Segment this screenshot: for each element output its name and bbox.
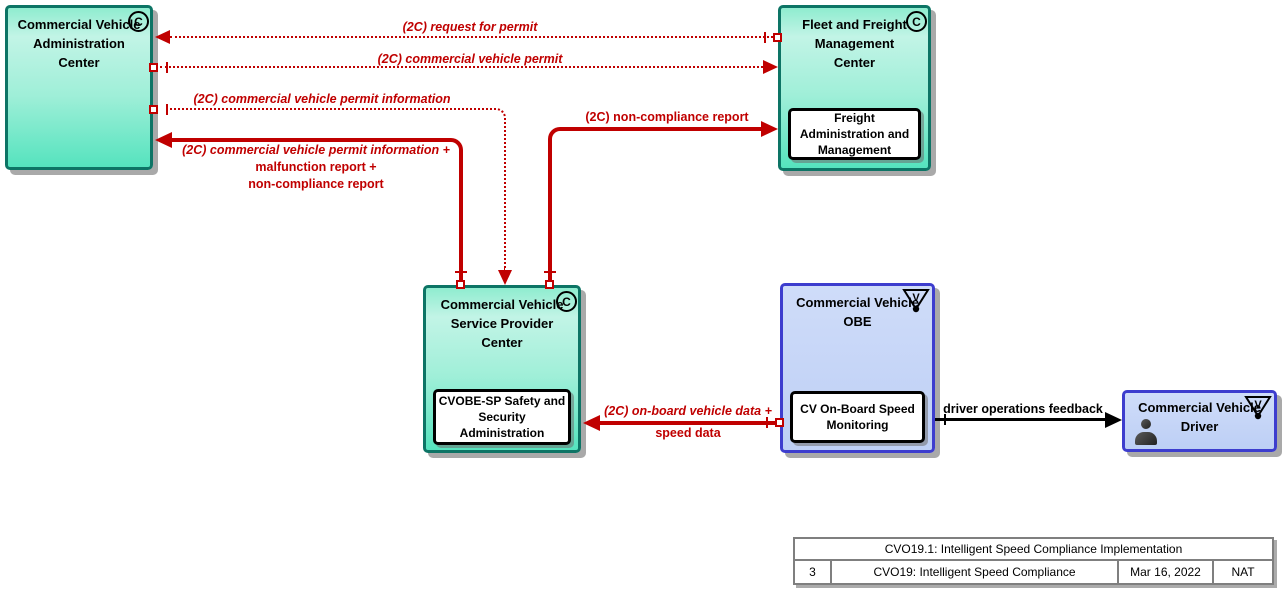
flow-line-driver-operations-feedback xyxy=(935,418,1105,421)
flow-line-on-board-vehicle-data xyxy=(600,421,775,425)
flow-label-cv-permit-information: (2C) commercial vehicle permit informati… xyxy=(193,92,451,106)
title-block-row: 3 CVO19: Intelligent Speed Compliance Ma… xyxy=(795,561,1272,583)
flow-label-line: (2C) on-board vehicle data + xyxy=(604,404,772,418)
center-type-icon: C xyxy=(128,11,149,32)
flow-port xyxy=(149,105,158,114)
entity-title: Commercial Vehicle OBE xyxy=(783,286,932,331)
flow-port xyxy=(456,280,465,289)
title-block-date: Mar 16, 2022 xyxy=(1119,561,1214,583)
center-type-icon: C xyxy=(556,291,577,312)
arrowhead-right-icon xyxy=(1105,412,1122,428)
entity-title: Fleet and Freight Management Center xyxy=(781,8,928,72)
flow-tick xyxy=(764,32,766,43)
inner-box-line: CV On-Board Speed xyxy=(800,402,915,416)
entity-title-line: OBE xyxy=(843,314,872,329)
flow-label-request-for-permit: (2C) request for permit xyxy=(402,20,538,34)
driver-icon xyxy=(1134,419,1158,445)
arrowhead-left-icon xyxy=(583,415,600,431)
flow-label-line: speed data xyxy=(655,426,721,440)
center-type-icon: C xyxy=(906,11,927,32)
flow-label-driver-operations-feedback: driver operations feedback xyxy=(943,402,1103,416)
inner-box-line: Administration xyxy=(459,426,545,440)
title-block-service-package: CVO19: Intelligent Speed Compliance xyxy=(832,561,1119,583)
entity-commercial-vehicle-administration-center: Commercial Vehicle Administration Center… xyxy=(5,5,153,170)
entity-title: Commercial Vehicle Administration Center xyxy=(8,8,150,72)
flow-label-on-board-vehicle-data: (2C) on-board vehicle data + xyxy=(604,403,772,420)
flow-tick xyxy=(455,271,467,273)
flow-port xyxy=(775,418,784,427)
flow-label-commercial-vehicle-permit: (2C) commercial vehicle permit xyxy=(377,52,563,66)
svg-text:V: V xyxy=(912,292,920,304)
flow-port xyxy=(149,63,158,72)
inner-box-line: Administration and xyxy=(799,127,910,141)
entity-title-line: Commercial Vehicle xyxy=(17,17,141,32)
flow-line-request-for-permit xyxy=(170,36,773,38)
flow-line-commercial-vehicle-permit xyxy=(160,66,763,68)
flow-tick xyxy=(544,271,556,273)
entity-title: Commercial Vehicle Driver xyxy=(1125,393,1274,436)
arrowhead-down-icon xyxy=(498,270,512,285)
flow-label-line: non-compliance report xyxy=(248,177,384,191)
title-block-sheet-number: 3 xyxy=(795,561,832,583)
arrowhead-right-icon xyxy=(761,121,778,137)
flow-tick xyxy=(166,104,168,115)
entity-title-line: Driver xyxy=(1180,419,1219,434)
entity-title-line: Fleet and Freight xyxy=(802,17,907,32)
flow-line-cv-permit-information xyxy=(170,108,506,270)
title-block: CVO19.1: Intelligent Speed Compliance Im… xyxy=(793,537,1274,585)
flow-label-line: (2C) commercial vehicle permit informati… xyxy=(182,143,450,157)
entity-title-line: Center xyxy=(481,335,523,350)
inner-box-line: Management xyxy=(817,143,892,157)
arrowhead-left-icon xyxy=(155,132,172,148)
entity-commercial-vehicle-service-provider-center: Commercial Vehicle Service Provider Cent… xyxy=(423,285,581,453)
flow-label-speed-data: speed data xyxy=(655,425,720,442)
entity-title-line: Management xyxy=(814,36,895,51)
entity-title: Commercial Vehicle Service Provider Cent… xyxy=(426,288,578,352)
entity-fleet-and-freight-management-center: Fleet and Freight Management Center C Fr… xyxy=(778,5,931,171)
inner-box-line: Freight xyxy=(834,111,875,125)
functional-object-freight-administration-and-management: Freight Administration and Management xyxy=(788,108,921,160)
title-block-region: NAT xyxy=(1231,565,1255,579)
flow-label-line: malfunction report + xyxy=(255,160,377,174)
entity-commercial-vehicle-driver: Commercial Vehicle Driver V xyxy=(1122,390,1277,452)
flow-label-non-compliance-report: (2C) non-compliance report xyxy=(585,110,749,124)
entity-title-line: Center xyxy=(833,55,876,70)
flow-tick xyxy=(166,62,168,73)
entity-title-line: Commercial Vehicle xyxy=(796,295,919,310)
entity-commercial-vehicle-obe: Commercial Vehicle OBE V CV On-Board Spe… xyxy=(780,283,935,453)
functional-object-cvobe-sp-safety-and-security-administration: CVOBE-SP Safety and Security Administrat… xyxy=(433,389,571,445)
vehicle-type-icon: V xyxy=(1244,396,1272,420)
inner-box-line: CVOBE-SP Safety and xyxy=(438,394,566,408)
entity-title-line: Service Provider xyxy=(450,316,554,331)
flow-port xyxy=(773,33,782,42)
flow-line-cv-permit-info-combo xyxy=(172,138,463,285)
flow-tick xyxy=(944,414,946,425)
flow-tick xyxy=(766,417,768,428)
arrowhead-left-icon xyxy=(155,30,170,44)
inner-box-line: Security xyxy=(478,410,526,424)
entity-title-line: Commercial Vehicle xyxy=(1138,400,1261,415)
vehicle-type-icon: V xyxy=(902,289,930,313)
flow-line-non-compliance-report xyxy=(548,127,761,285)
flow-port xyxy=(545,280,554,289)
title-block-title: CVO19.1: Intelligent Speed Compliance Im… xyxy=(795,539,1272,561)
entity-title-line: Administration xyxy=(33,36,125,51)
functional-object-cv-on-board-speed-monitoring: CV On-Board Speed Monitoring xyxy=(790,391,925,443)
svg-text:V: V xyxy=(1254,399,1262,411)
flow-label-cv-permit-info-combo: (2C) commercial vehicle permit informati… xyxy=(182,142,450,193)
inner-box-line: Monitoring xyxy=(826,418,889,432)
entity-title-line: Commercial Vehicle xyxy=(440,297,564,312)
entity-title-line: Center xyxy=(58,55,100,70)
arrowhead-right-icon xyxy=(763,60,778,74)
